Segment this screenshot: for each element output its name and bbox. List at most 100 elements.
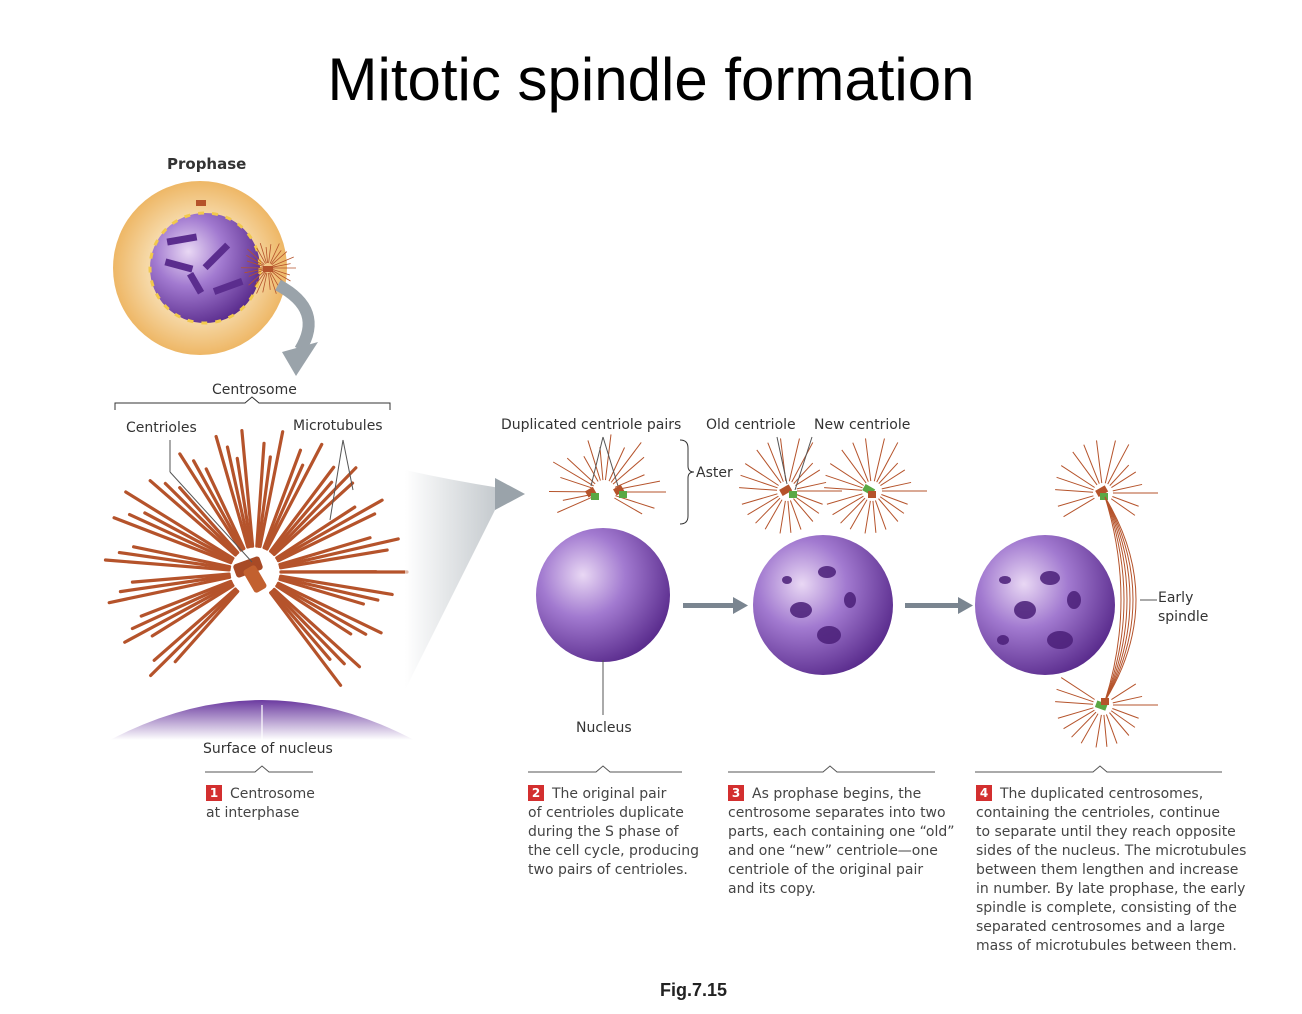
aster-ray bbox=[747, 495, 779, 516]
spindle-microtubule bbox=[1104, 496, 1131, 702]
microtubule-ray bbox=[214, 434, 250, 549]
step-2-badge: 2 bbox=[528, 785, 544, 801]
aster-ray bbox=[872, 500, 877, 533]
aster-ray bbox=[876, 442, 899, 483]
aster-ray bbox=[1055, 701, 1094, 705]
microtubule-ray bbox=[192, 459, 245, 551]
arrow-2-to-3 bbox=[683, 597, 748, 614]
centrosome-microtubules bbox=[103, 429, 409, 687]
aster-ray bbox=[878, 498, 899, 522]
prophase-ray bbox=[259, 243, 267, 264]
prophase-ray bbox=[244, 268, 264, 274]
aster-stage4 bbox=[1055, 440, 1158, 748]
aster-ray bbox=[794, 496, 820, 514]
aster-ray bbox=[1109, 712, 1130, 736]
early-spindle-label-line2: spindle bbox=[1158, 609, 1209, 625]
page-title: Mitotic spindle formation bbox=[327, 46, 975, 113]
microtubule-ray bbox=[130, 572, 231, 584]
aster-ray bbox=[1080, 713, 1099, 744]
microtubule-ray bbox=[278, 537, 400, 568]
microtubule-ray bbox=[178, 452, 243, 552]
microtubule-ray bbox=[235, 456, 253, 548]
microtubule-ray bbox=[279, 574, 394, 597]
aster-ray bbox=[614, 497, 643, 515]
microtubule-ray bbox=[279, 548, 389, 570]
aster-ray bbox=[1110, 498, 1136, 516]
microtubule-ray bbox=[262, 448, 303, 550]
microtubule-ray bbox=[173, 589, 240, 664]
aster-ray bbox=[1057, 495, 1094, 507]
aster-ray bbox=[832, 495, 864, 516]
microtubule-ray bbox=[263, 463, 305, 550]
prophase-ray bbox=[256, 247, 266, 264]
centrioles-label: Centrioles bbox=[126, 420, 197, 436]
microtubule-ray bbox=[258, 430, 285, 549]
aster-ray bbox=[583, 456, 599, 482]
aster-ray bbox=[789, 500, 802, 530]
step-3-badge: 3 bbox=[728, 785, 744, 801]
aster-ray bbox=[1111, 471, 1137, 489]
microtubule-ray bbox=[265, 442, 324, 551]
aster-stage3 bbox=[739, 438, 927, 534]
aster-ray bbox=[796, 494, 823, 505]
spindle-microtubule bbox=[1104, 496, 1128, 702]
aster-ray bbox=[788, 438, 800, 482]
prophase-ray bbox=[271, 251, 288, 266]
prophase-cell bbox=[113, 181, 296, 355]
microtubule-ray bbox=[103, 558, 231, 572]
aster-ray bbox=[864, 500, 871, 534]
microtubule-ray bbox=[178, 486, 240, 555]
aster-ray bbox=[793, 462, 814, 484]
microtubule-ray bbox=[256, 455, 272, 548]
aster-ray bbox=[755, 497, 781, 524]
figure-label: Fig.7.15 bbox=[659, 980, 728, 1000]
aster-ray bbox=[880, 469, 906, 487]
aster-ray bbox=[1063, 709, 1095, 730]
aster-ray bbox=[604, 434, 612, 481]
aster-ray bbox=[1112, 708, 1139, 719]
aster-ray bbox=[852, 442, 869, 482]
aster-ray bbox=[764, 499, 783, 530]
prophase-ray bbox=[254, 271, 266, 287]
microtubule-ray bbox=[225, 445, 251, 549]
aster-ray bbox=[1112, 496, 1139, 507]
aster-ray bbox=[879, 496, 905, 514]
early-spindle bbox=[1104, 496, 1137, 702]
prophase-ray bbox=[248, 271, 265, 286]
aster-brace bbox=[679, 439, 695, 525]
aster-label: Aster bbox=[696, 465, 733, 481]
aster-ray bbox=[767, 442, 784, 482]
microtubule-ray bbox=[278, 576, 380, 602]
microtubule-ray bbox=[275, 584, 353, 636]
aster-ray bbox=[1107, 444, 1130, 485]
aster-ray bbox=[562, 493, 593, 501]
microtubule-ray bbox=[278, 536, 372, 567]
microtubule-ray bbox=[118, 574, 231, 594]
microtubule-ray bbox=[269, 591, 343, 687]
step-1-badge: 1 bbox=[206, 785, 222, 801]
aster-ray bbox=[779, 500, 786, 534]
aster-ray bbox=[740, 474, 778, 489]
aster-ray bbox=[1096, 440, 1103, 484]
aster-ray bbox=[873, 438, 885, 482]
duplicated-centriole-pairs-label: Duplicated centriole pairs bbox=[501, 417, 682, 433]
spindle-microtubule bbox=[1104, 496, 1122, 702]
microtubule-ray bbox=[204, 467, 246, 551]
aster-ray bbox=[878, 462, 899, 484]
aster-ray bbox=[787, 500, 792, 533]
aster-ray bbox=[1112, 483, 1143, 492]
aster-ray bbox=[841, 449, 867, 484]
aster-ray bbox=[587, 440, 601, 481]
prophase-ray bbox=[268, 272, 271, 290]
microtubule-ray bbox=[130, 581, 233, 631]
aster-ray bbox=[614, 474, 645, 488]
microtubule-ray bbox=[139, 579, 233, 618]
prophase-ray bbox=[272, 256, 294, 267]
prophase-ray bbox=[272, 270, 291, 282]
microtubule-ray bbox=[131, 545, 232, 569]
prophase-ray bbox=[269, 243, 280, 264]
prophase-ray bbox=[272, 263, 291, 268]
aster-ray bbox=[756, 449, 782, 484]
